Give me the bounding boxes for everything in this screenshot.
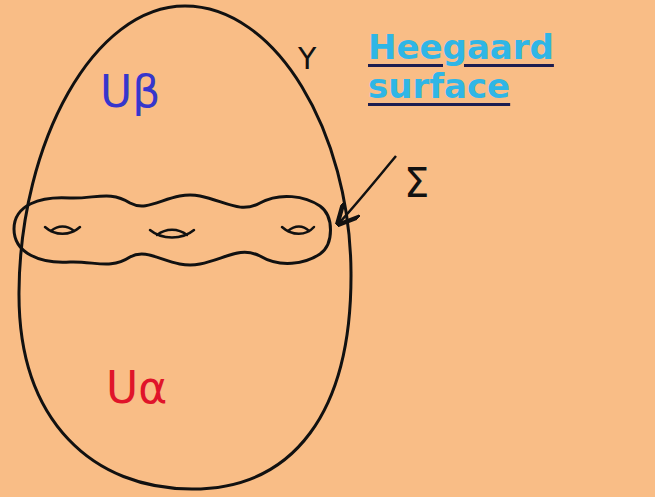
handlebody-label: Uα [106,364,167,412]
manifold-label: Y [298,42,316,75]
surface-name: Heegaard surface [368,28,548,106]
egg-outline [19,6,351,489]
manifold-region: Y UβUα [14,2,354,492]
leader-arrow [340,156,396,222]
surface-symbol: Σ [404,160,429,206]
egg-outline [14,2,354,492]
handlebody-label: Uβ [100,68,160,116]
surface-outline [14,195,331,265]
surface-holes [45,227,314,238]
